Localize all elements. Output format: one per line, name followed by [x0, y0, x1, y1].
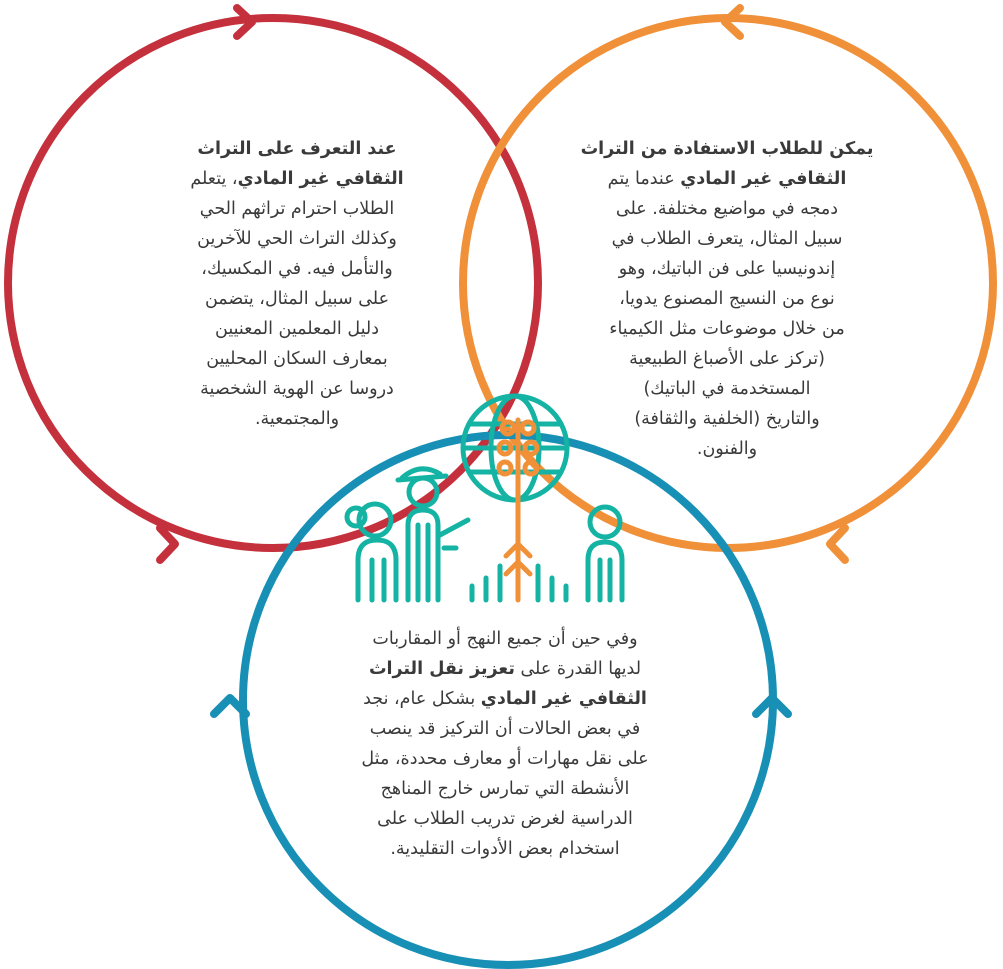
text-line: والتاريخ (الخلفية والثقافة): [548, 404, 906, 434]
text-segment: (تركز على الأصباغ الطبيعية: [629, 349, 825, 369]
text-segment: وكذلك التراث الحي للآخرين: [197, 229, 397, 249]
text-line: إندونيسيا على فن الباتيك، وهو: [548, 254, 906, 284]
text-line: (تركز على الأصباغ الطبيعية: [548, 344, 906, 374]
central-illustration: [344, 393, 625, 603]
text-segment: الطلاب احترام تراثهم الحي: [199, 199, 395, 219]
bold-phrase: يمكن للطلاب الاستفادة من التراث: [580, 139, 874, 159]
bold-phrase: الثقافي غير المادي: [237, 169, 404, 189]
text-line: دمجه في مواضيع مختلفة. على: [548, 194, 906, 224]
text-segment: على نقل مهارات أو معارف محددة، مثل: [361, 749, 649, 769]
text-segment: استخدام بعض الأدوات التقليدية.: [390, 839, 620, 859]
text-segment: والتأمل فيه. في المكسيك،: [201, 259, 393, 279]
text-line: وكذلك التراث الحي للآخرين: [132, 224, 462, 254]
arrow-left-icon: [721, 4, 744, 40]
text-line: في بعض الحالات أن التركيز قد ينصب: [300, 714, 710, 744]
text-line: الثقافي غير المادي بشكل عام، نجد: [300, 684, 710, 714]
text-segment: نوع من النسيج المصنوع يدويا،: [619, 289, 835, 309]
red-circle: [4, 14, 542, 552]
text-segment: من خلال موضوعات مثل الكيمياء: [609, 319, 845, 339]
text-line: الثقافي غير المادي، يتعلم: [132, 164, 462, 194]
text-line: استخدام بعض الأدوات التقليدية.: [300, 834, 710, 864]
blue-circle-text: وفي حين أن جميع النهج أو المقاربات لديها …: [300, 624, 710, 864]
text-line: من خلال موضوعات مثل الكيمياء: [548, 314, 906, 344]
text-line: المستخدمة في الباتيك): [548, 374, 906, 404]
text-line: نوع من النسيج المصنوع يدويا،: [548, 284, 906, 314]
text-segment: ، يتعلم: [190, 169, 238, 189]
arrow-up-icon: [210, 694, 250, 718]
text-segment: دليل المعلمين المعنيين: [215, 319, 379, 339]
text-line: والمجتمعية.: [132, 404, 462, 434]
text-segment: الدراسية لغرض تدريب الطلاب على: [377, 809, 633, 829]
text-segment: والمجتمعية.: [254, 409, 340, 429]
text-line: والتأمل فيه. في المكسيك،: [132, 254, 462, 284]
text-line: وفي حين أن جميع النهج أو المقاربات: [300, 624, 710, 654]
text-line: عند التعرف على التراث: [132, 134, 462, 164]
student-figure-icon: [585, 504, 625, 603]
plant-icon: [496, 417, 540, 603]
text-segment: بشكل عام، نجد: [363, 689, 481, 709]
text-segment: على سبيل المثال، يتضمن: [204, 289, 390, 309]
text-segment: الأنشطة التي تمارس خارج المناهج: [380, 779, 630, 799]
orange-circle-text: يمكن للطلاب الاستفادة من التراث الثقافي غ…: [548, 134, 906, 464]
text-segment: بمعارف السكان المحليين: [206, 349, 388, 369]
arrow-right-icon: [233, 4, 256, 40]
text-line: دليل المعلمين المعنيين: [132, 314, 462, 344]
text-line: سبيل المثال، يتعرف الطلاب في: [548, 224, 906, 254]
bold-phrase: تعزيز نقل التراث: [368, 659, 515, 679]
text-segment: سبيل المثال، يتعرف الطلاب في: [611, 229, 843, 249]
bold-phrase: عند التعرف على التراث: [197, 139, 397, 159]
text-line: على سبيل المثال، يتضمن: [132, 284, 462, 314]
teacher-figure-icon: [395, 466, 471, 603]
child-figure-icon: [344, 501, 399, 603]
red-circle-text: عند التعرف على التراث الثقافي غير المادي،…: [132, 134, 462, 434]
bold-phrase: الثقافي غير المادي: [680, 169, 847, 189]
text-segment: لديها القدرة على: [514, 659, 642, 679]
arrow-left-icon: [826, 524, 849, 564]
text-line: الدراسية لغرض تدريب الطلاب على: [300, 804, 710, 834]
arrow-right-icon: [156, 524, 179, 564]
text-segment: وفي حين أن جميع النهج أو المقاربات: [372, 629, 638, 649]
text-line: يمكن للطلاب الاستفادة من التراث: [548, 134, 906, 164]
bold-phrase: الثقافي غير المادي: [480, 689, 647, 709]
text-segment: والتاريخ (الخلفية والثقافة): [634, 409, 820, 429]
text-segment: دمجه في مواضيع مختلفة. على: [615, 199, 839, 219]
text-line: الثقافي غير المادي عندما يتم: [548, 164, 906, 194]
arrow-up-icon: [752, 694, 792, 718]
text-segment: في بعض الحالات أن التركيز قد ينصب: [369, 719, 641, 739]
text-segment: دروسا عن الهوية الشخصية: [200, 379, 394, 399]
text-line: لديها القدرة على تعزيز نقل التراث: [300, 654, 710, 684]
text-line: الأنشطة التي تمارس خارج المناهج: [300, 774, 710, 804]
text-line: دروسا عن الهوية الشخصية: [132, 374, 462, 404]
text-line: والفنون.: [548, 434, 906, 464]
text-line: على نقل مهارات أو معارف محددة، مثل: [300, 744, 710, 774]
text-segment: المستخدمة في الباتيك): [643, 379, 811, 399]
text-segment: إندونيسيا على فن الباتيك، وهو: [618, 259, 836, 279]
text-line: بمعارف السكان المحليين: [132, 344, 462, 374]
text-segment: والفنون.: [696, 439, 758, 459]
bar-graph-icon: [469, 563, 569, 603]
text-segment: عندما يتم: [607, 169, 681, 189]
text-line: الطلاب احترام تراثهم الحي: [132, 194, 462, 224]
